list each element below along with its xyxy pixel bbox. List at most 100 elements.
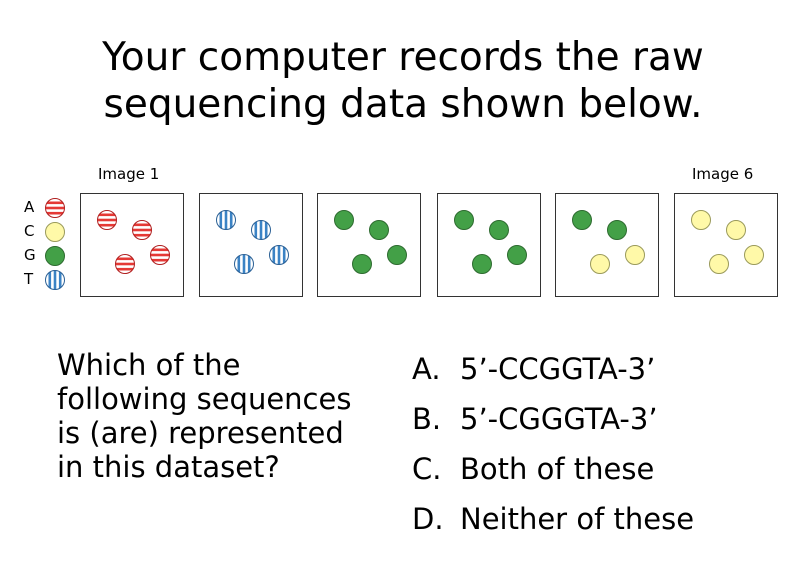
panel-3-dots [334, 210, 407, 274]
dot-fill [744, 245, 764, 265]
dot-stripe [227, 255, 230, 274]
a-dot-icon [132, 213, 152, 247]
dot-stripe [293, 246, 296, 265]
image-panel-4 [437, 193, 541, 297]
dot-stripe [242, 254, 246, 274]
dot-stripe [97, 223, 117, 227]
legend-label-c: C [24, 222, 35, 240]
image-panel-6 [674, 193, 778, 297]
dot-fill [352, 254, 372, 274]
dot-stripes [150, 238, 170, 272]
dot-fill [709, 254, 729, 274]
dot-fill [369, 220, 389, 240]
g-dot-icon [489, 220, 509, 240]
panel-4-dots [454, 210, 527, 274]
g-dot-icon [572, 210, 592, 230]
t-dot-icon [45, 270, 65, 290]
g-dot-icon [334, 210, 354, 230]
question-line-1: Which of the [57, 348, 241, 382]
dot-stripe [272, 245, 276, 265]
image-1-label: Image 1 [98, 165, 160, 183]
image-panel-3 [317, 193, 421, 297]
image-panel-1 [80, 193, 184, 297]
dot-stripes [216, 210, 243, 230]
image-panel-5 [555, 193, 659, 297]
legend-label-t: T [24, 270, 34, 288]
c-dot-icon [709, 254, 729, 274]
dot-stripe [133, 244, 152, 247]
dot-stripe [97, 218, 117, 222]
image-6-label: Image 6 [692, 165, 754, 183]
g-dot-icon [472, 254, 492, 274]
dot-stripe [115, 262, 135, 266]
dot-outline [234, 254, 254, 274]
answer-letter: D. [412, 502, 444, 536]
a-dot-icon [45, 198, 65, 218]
panel-6-dots [691, 210, 764, 274]
legend-dot-g [45, 246, 65, 266]
dot-fill [387, 245, 407, 265]
dot-stripe [240, 211, 243, 230]
dot-fill [691, 210, 711, 230]
panel-5-dots [572, 210, 645, 274]
dot-outline [150, 245, 170, 265]
dot-stripe [282, 245, 286, 265]
dot-fill [45, 222, 65, 242]
dot-fill [472, 254, 492, 274]
a-dot-icon [150, 238, 170, 272]
slide-title: Your computer records the raw sequencing… [0, 34, 806, 128]
dot-stripe [116, 247, 135, 250]
dot-stripe [150, 248, 170, 252]
dot-stripe [277, 245, 281, 265]
dot-stripe [275, 221, 278, 240]
dot-stripe [45, 201, 65, 205]
dot-stripes [262, 245, 296, 265]
g-dot-icon [45, 246, 65, 266]
dot-stripe [132, 233, 152, 237]
dot-stripe [237, 254, 241, 274]
g-dot-icon [454, 210, 474, 230]
dot-fill [45, 246, 65, 266]
dot-stripe [259, 220, 263, 240]
dot-outline [251, 220, 271, 240]
dot-stripe [219, 210, 223, 230]
dot-outline [269, 245, 289, 265]
dot-outline [115, 254, 135, 274]
question-line-2: following sequences [57, 382, 352, 416]
dot-stripe [151, 238, 170, 241]
dot-stripe [224, 210, 228, 230]
dot-stripe [244, 221, 247, 240]
c-dot-icon [590, 254, 610, 274]
question-line-4: in this dataset? [57, 450, 280, 484]
dot-stripe [151, 269, 170, 272]
panel-1-dots [97, 210, 170, 274]
dot-fill [572, 210, 592, 230]
t-dot-icon [244, 220, 278, 240]
dot-stripe [262, 246, 265, 265]
g-dot-icon [369, 220, 389, 240]
question-text: Which of the following sequences is (are… [57, 348, 377, 484]
answer-letter: A. [412, 352, 441, 386]
dot-stripe [258, 255, 261, 274]
g-dot-icon [507, 245, 527, 265]
legend-dot-a [45, 198, 65, 218]
c-dot-icon [45, 222, 65, 242]
dot-stripes [227, 254, 261, 274]
image-panel-2 [199, 193, 303, 297]
dot-fill [507, 245, 527, 265]
c-dot-icon [691, 210, 711, 230]
t-dot-icon [216, 210, 243, 230]
panel-2-dots [216, 210, 296, 274]
dot-fill [334, 210, 354, 230]
answer-text: 5’-CCGGTA-3’ [460, 352, 656, 386]
dot-outline [45, 270, 65, 290]
dot-outline [132, 220, 152, 240]
dot-stripe [133, 213, 152, 216]
answer-letter: B. [412, 402, 442, 436]
dot-stripe [150, 258, 170, 262]
legend-label-g: G [24, 246, 36, 264]
a-dot-icon [115, 247, 135, 274]
title-line-2: sequencing data shown below. [103, 82, 703, 127]
legend-dot-t [45, 270, 65, 290]
dot-stripe [58, 270, 62, 290]
